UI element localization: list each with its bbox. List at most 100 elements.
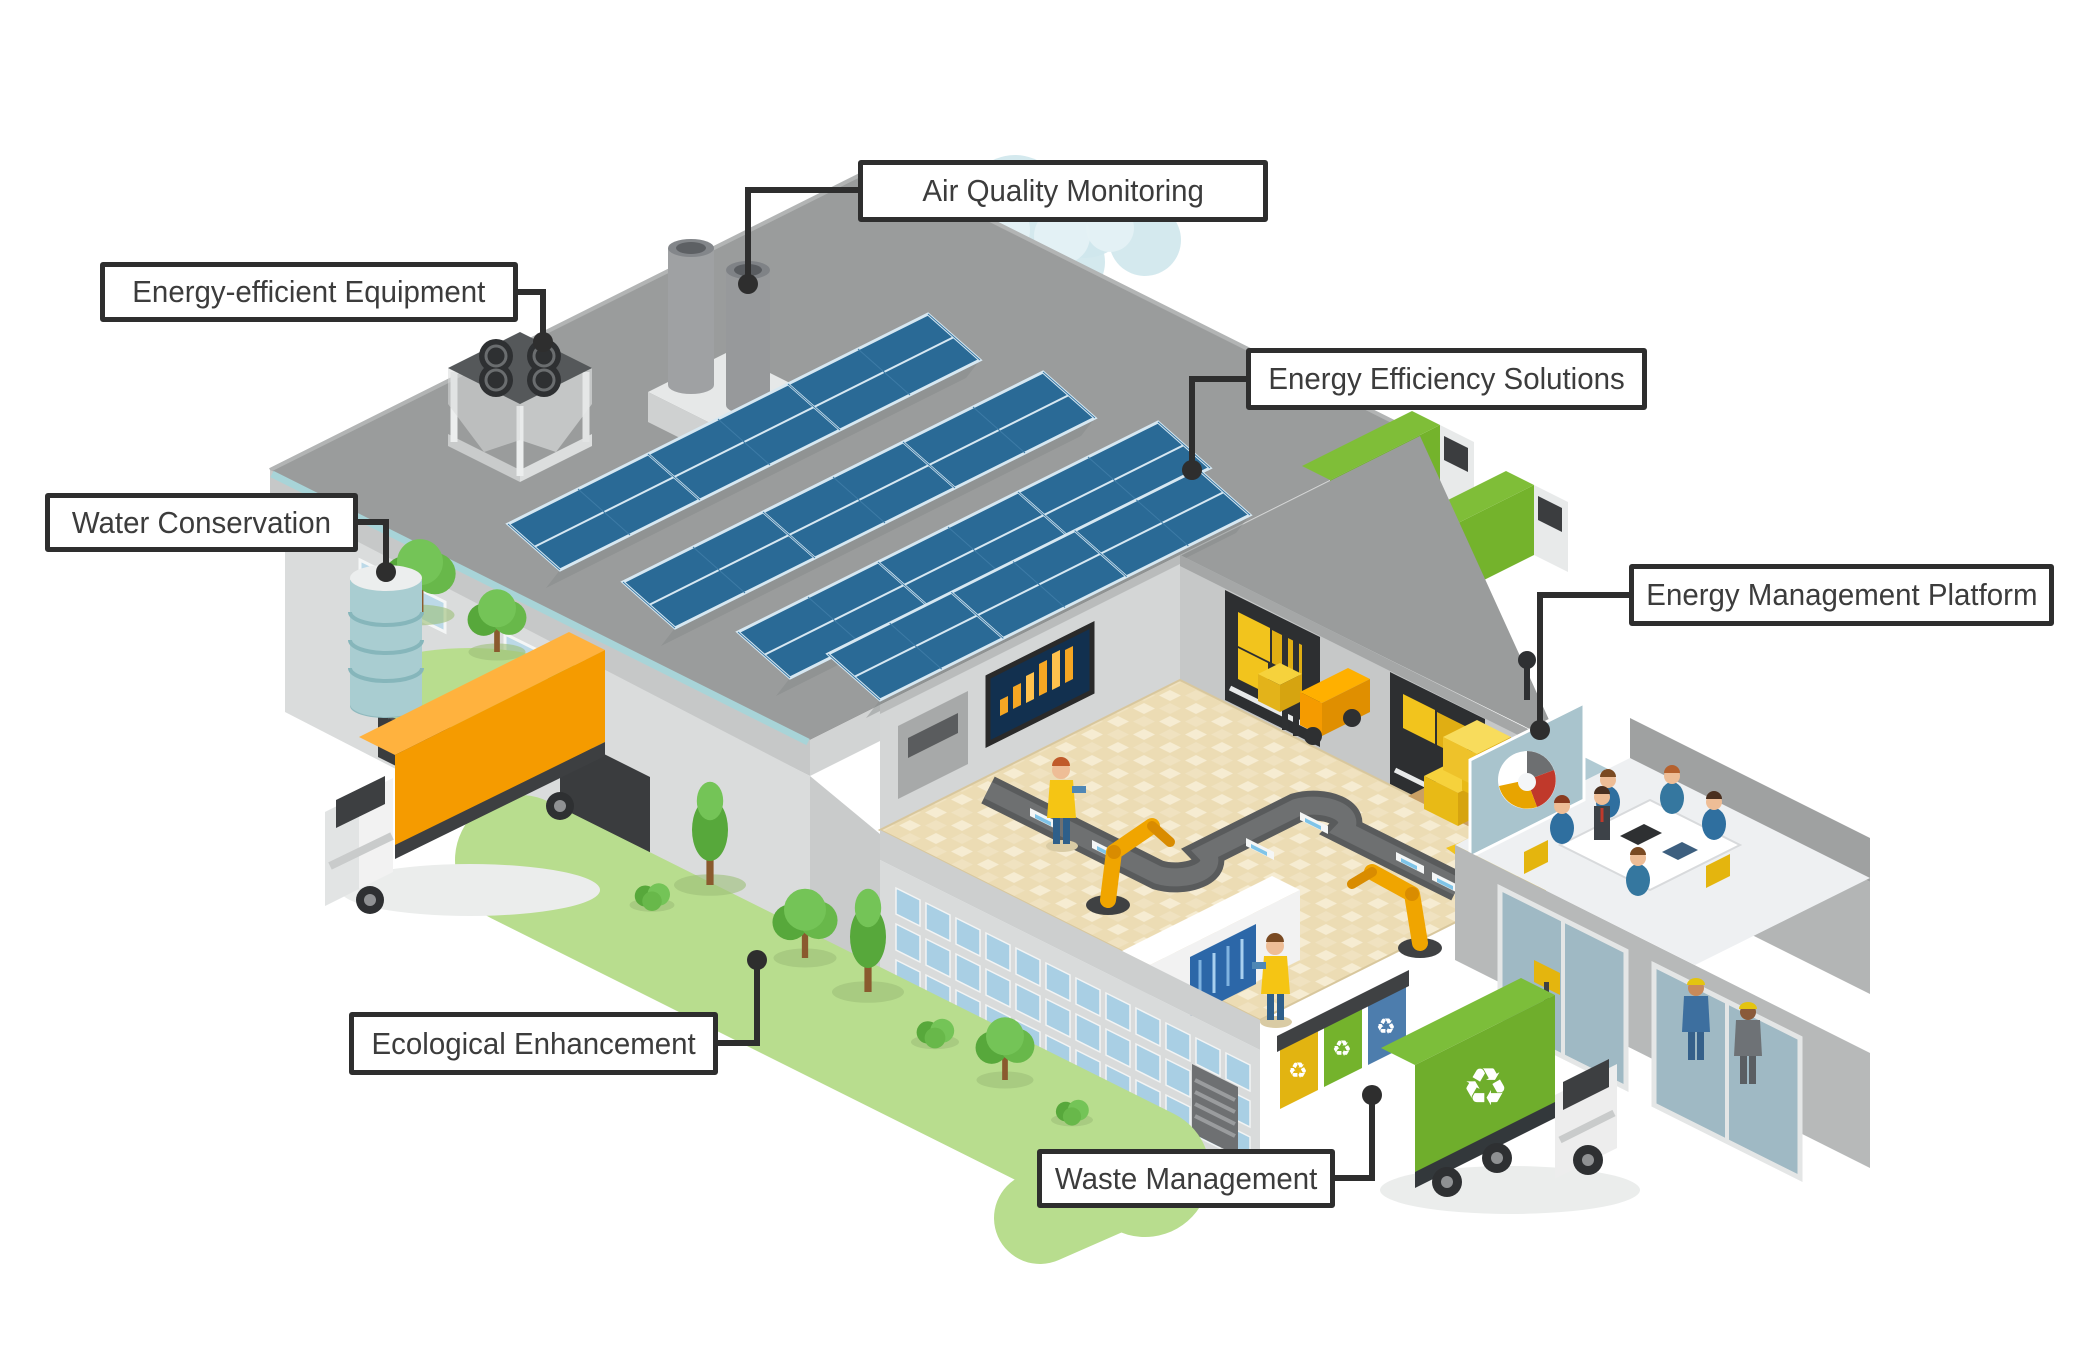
leader-ecological-enhancement — [718, 964, 760, 1046]
robot-arm-1 — [1086, 818, 1175, 915]
robot-arm-2 — [1347, 864, 1442, 958]
office-chair — [1524, 840, 1548, 874]
window-pane — [955, 952, 981, 994]
production-monitor-screen — [985, 620, 1095, 749]
window-pane — [985, 967, 1011, 1009]
office-parapet — [1630, 718, 1870, 882]
tree — [911, 1018, 959, 1050]
garbage-truck: ♻ — [1380, 978, 1640, 1214]
conveyor-item — [1396, 852, 1424, 874]
leader-dot — [1182, 460, 1202, 480]
seated-person — [1626, 847, 1650, 896]
tree — [832, 888, 904, 1003]
window-pane — [1105, 1027, 1131, 1069]
label-text: Waste Management — [1054, 1160, 1318, 1196]
tree — [975, 1017, 1035, 1089]
leader-waste-management — [1335, 1099, 1375, 1181]
recycle-icon: ♻ — [1288, 1058, 1308, 1083]
leader-dot — [376, 562, 396, 582]
window-pane — [1135, 1042, 1161, 1084]
window-pane — [1165, 1021, 1191, 1063]
label-text: Ecological Enhancement — [371, 1025, 696, 1061]
solar-panel-row — [620, 370, 1098, 646]
office-chair — [1534, 960, 1560, 995]
leader-dot — [1530, 720, 1550, 740]
conveyor-belt — [981, 776, 1465, 901]
window-pane — [1045, 997, 1071, 1039]
chimney-stack-2 — [726, 261, 770, 414]
seated-person — [1550, 795, 1574, 844]
conveyor-item — [1300, 812, 1328, 834]
laptop — [1662, 842, 1698, 860]
window-pane — [1045, 961, 1071, 1003]
truck-cab — [325, 776, 394, 906]
conveyor-item — [1432, 872, 1460, 894]
window-pane — [925, 901, 951, 943]
recycle-bin: ♻ — [1321, 992, 1365, 1087]
label-text: Energy-efficient Equipment — [132, 274, 486, 309]
seated-person — [1660, 765, 1684, 814]
label-water-conservation: Water Conservation — [45, 493, 358, 552]
roof-top — [270, 165, 1420, 740]
label-energy-efficient-equipment: Energy-efficient Equipment — [100, 262, 518, 322]
garbage-truck-cab — [1555, 1059, 1617, 1179]
label-air-quality-monitoring: Air Quality Monitoring — [858, 160, 1268, 222]
window-pane — [1165, 1057, 1191, 1099]
worker-operator — [1252, 933, 1292, 1028]
recycle-bins: ♻ ♻ ♻ — [1277, 970, 1409, 1109]
leader-energy-efficiency-solutions — [1189, 376, 1246, 466]
solar-panels — [505, 312, 1253, 718]
window-pane — [925, 937, 951, 979]
office-chair — [1706, 854, 1730, 888]
presentation-screen — [1468, 651, 1586, 860]
label-energy-efficiency-solutions: Energy Efficiency Solutions — [1246, 348, 1647, 410]
recycle-icon: ♻ — [1376, 1014, 1396, 1039]
leader-dot — [533, 332, 553, 352]
window-pane — [1075, 1012, 1101, 1054]
floor-slab-edge — [880, 830, 1260, 1050]
worker-in-window — [1682, 978, 1710, 1060]
roof-back-filler — [1180, 436, 1560, 744]
recycle-icon: ♻ — [1332, 1036, 1352, 1061]
orange-truck — [325, 632, 605, 916]
office-window-2 — [1651, 960, 1803, 1183]
label-text: Energy Efficiency Solutions — [1268, 361, 1625, 396]
leader-dot — [738, 274, 758, 294]
leader-dot — [1362, 1085, 1382, 1105]
teal-gutter-trim — [270, 470, 810, 746]
label-ecological-enhancement: Ecological Enhancement — [349, 1012, 718, 1075]
window-pane — [1225, 1051, 1251, 1093]
window-pane — [1135, 1006, 1161, 1048]
chimney-stack-1 — [668, 239, 714, 394]
conveyor-item — [1246, 838, 1274, 860]
recycle-bin: ♻ — [1277, 1014, 1321, 1109]
tree — [1051, 1099, 1093, 1127]
window-pane — [1015, 982, 1041, 1024]
window-pane — [1195, 1036, 1221, 1078]
front-wall — [880, 830, 1262, 1180]
laptop — [1620, 824, 1662, 845]
seated-person — [1702, 791, 1726, 840]
window-pane — [1075, 976, 1101, 1018]
tree — [772, 888, 838, 968]
conveyor-item — [1030, 808, 1058, 830]
leader-energy-efficient-equipment — [518, 289, 546, 338]
leader-energy-management-platform — [1537, 592, 1629, 726]
label-text: Water Conservation — [71, 504, 332, 540]
label-text: Energy Management Platform — [1645, 577, 2038, 612]
interior-machine — [898, 691, 968, 799]
leader-water-conservation — [358, 519, 389, 568]
window-pane — [955, 916, 981, 958]
pie-chart — [1498, 751, 1556, 809]
window-pane — [895, 922, 921, 964]
tree — [629, 883, 675, 912]
label-energy-management-platform: Energy Management Platform — [1629, 564, 2054, 626]
window-pane — [895, 886, 921, 928]
label-text: Air Quality Monitoring — [922, 173, 1204, 208]
worker-in-window — [1734, 1002, 1762, 1084]
leader-dot — [747, 950, 767, 970]
meeting-group — [1524, 765, 1743, 896]
solar-panel-row — [505, 312, 983, 588]
window-pane — [985, 931, 1011, 973]
